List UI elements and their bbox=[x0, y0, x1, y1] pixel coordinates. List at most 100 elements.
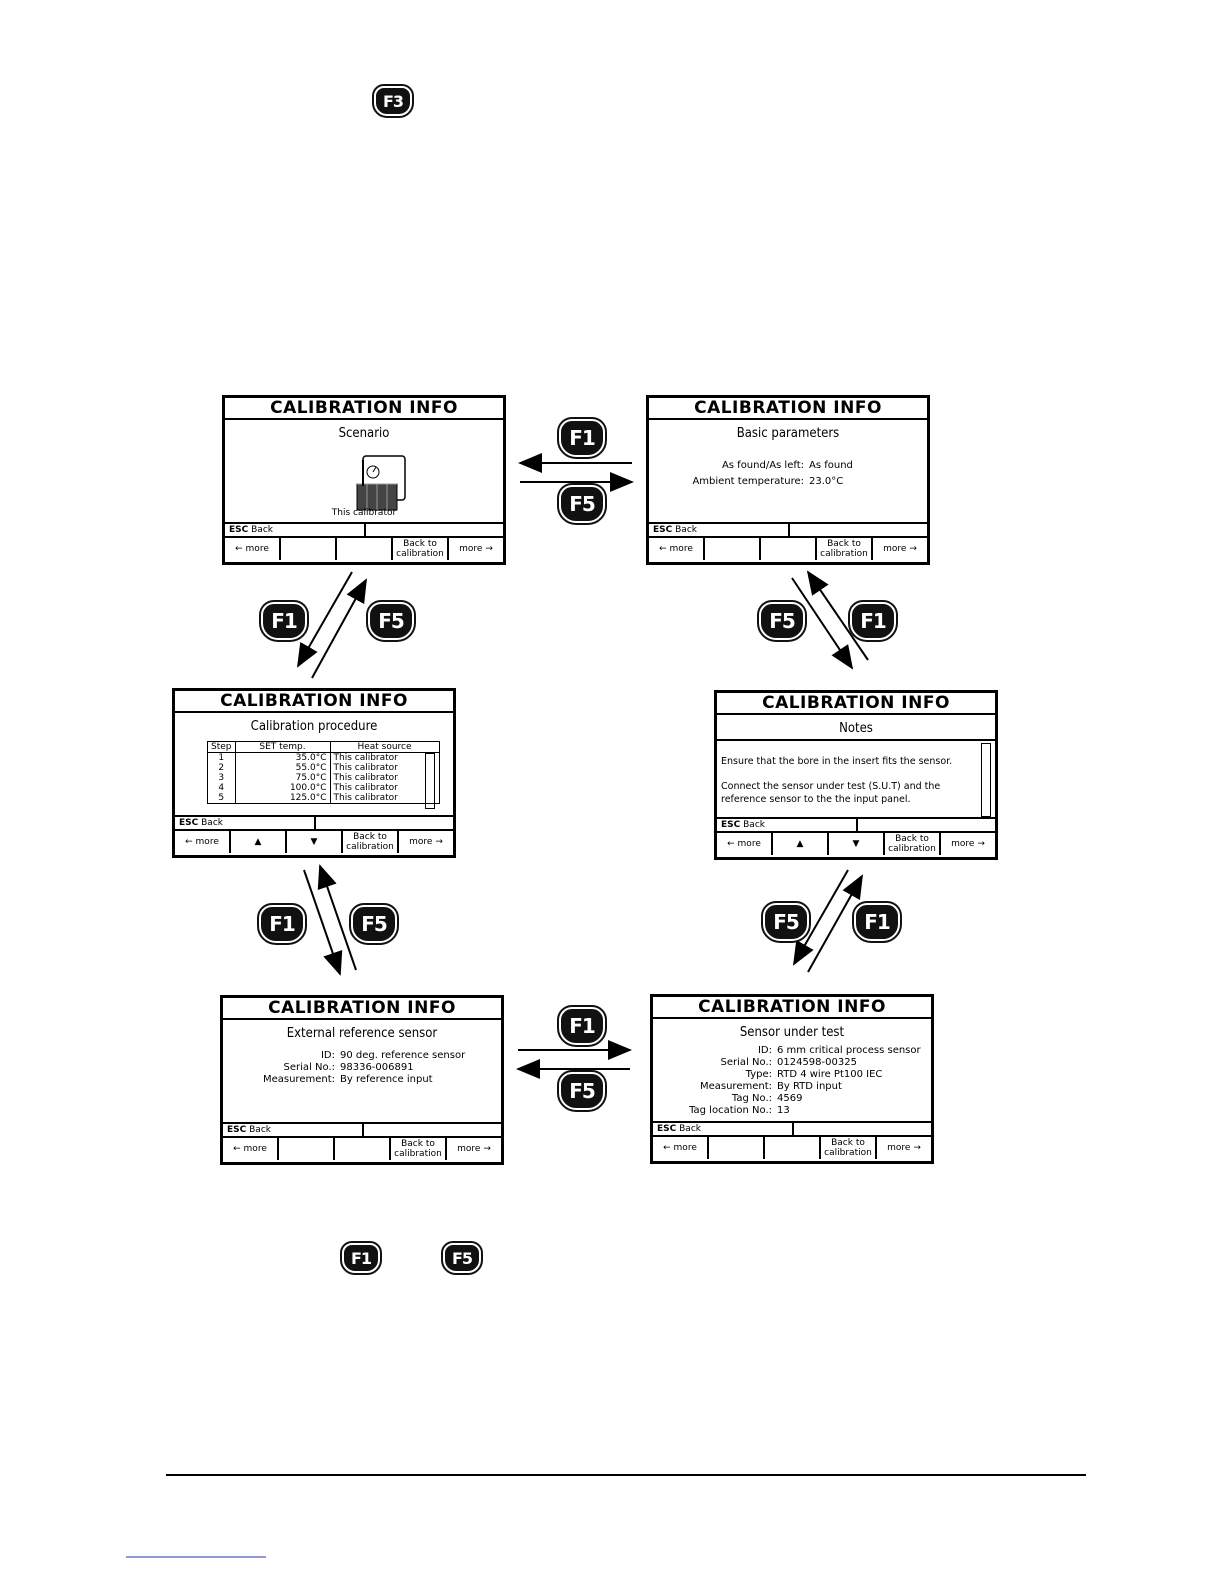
col-header: Step bbox=[207, 741, 236, 753]
calibrator-scenario-icon bbox=[356, 455, 406, 511]
sensor-row: Tag location No.:13 bbox=[689, 1105, 790, 1116]
sensor-row: Tag No.:4569 bbox=[731, 1093, 803, 1104]
screen-title: CALIBRATION INFO bbox=[225, 398, 503, 420]
arrow-external-to-procedure bbox=[317, 864, 357, 971]
f1-key-icon: F1 bbox=[257, 903, 307, 945]
arrow-basic-to-notes bbox=[791, 577, 854, 670]
col-header: SET temp. bbox=[234, 741, 331, 753]
f5-key-icon: F5 bbox=[761, 901, 811, 943]
scenario-caption: This calibrator bbox=[331, 508, 397, 518]
screen-basic-parameters: CALIBRATION INFO Basic parameters As fou… bbox=[646, 395, 930, 565]
screen-sensor-under-test: CALIBRATION INFO Sensor under test ID:6 … bbox=[650, 994, 934, 1164]
esc-row[interactable]: ESC Back bbox=[653, 1123, 931, 1137]
f5-key-icon: F5 bbox=[557, 1070, 607, 1112]
esc-row[interactable]: ESC Back bbox=[649, 524, 927, 538]
softkey-f1[interactable]: ← more bbox=[233, 1144, 267, 1154]
softkey-bar: ESC Back ← more Back to calibration more… bbox=[223, 1122, 501, 1162]
sensor-row: Type:RTD 4 wire Pt100 IEC bbox=[745, 1069, 883, 1080]
softkey-f2[interactable] bbox=[707, 1137, 763, 1159]
screen-subtitle: Scenario bbox=[338, 426, 390, 441]
f5-key-icon: F5 bbox=[441, 1241, 483, 1275]
softkey-f2[interactable] bbox=[703, 538, 759, 560]
screen-subtitle: Basic parameters bbox=[736, 426, 840, 441]
softkey-f1[interactable]: ← more bbox=[663, 1143, 697, 1153]
esc-row[interactable]: ESC Back bbox=[717, 819, 995, 833]
softkey-bar: ESC Back ← more Back to calibration more… bbox=[649, 522, 927, 562]
sensor-row: Serial No.:0124598-00325 bbox=[720, 1057, 857, 1068]
screen-subtitle: Notes bbox=[839, 721, 873, 736]
screen-subtitle: Sensor under test bbox=[739, 1025, 845, 1040]
screen-scenario: CALIBRATION INFO Scenario This calibrato… bbox=[222, 395, 506, 565]
softkey-f4[interactable]: Back to calibration bbox=[815, 538, 871, 560]
softkey-f1[interactable]: ← more bbox=[659, 544, 693, 554]
softkey-f4[interactable]: Back to calibration bbox=[391, 538, 447, 560]
screen-subtitle: Calibration procedure bbox=[250, 719, 378, 734]
softkey-f2[interactable]: ▲ bbox=[771, 833, 827, 855]
screen-notes: CALIBRATION INFO Notes Ensure that the b… bbox=[714, 690, 998, 860]
screen-calibration-procedure: CALIBRATION INFO Calibration procedure S… bbox=[172, 688, 456, 858]
screen-external-reference-sensor: CALIBRATION INFO External reference sens… bbox=[220, 995, 504, 1165]
softkey-f3[interactable]: ▼ bbox=[285, 831, 341, 853]
arrow-scenario-to-procedure bbox=[297, 571, 353, 668]
arrow-procedure-to-external bbox=[303, 869, 343, 976]
sensor-row: Measurement:By RTD input bbox=[699, 1081, 842, 1092]
notes-paragraph: Ensure that the bore in the insert fits … bbox=[721, 756, 953, 767]
esc-row[interactable]: ESC Back bbox=[225, 524, 503, 538]
arrow-procedure-to-scenario bbox=[311, 578, 367, 679]
screen-title: CALIBRATION INFO bbox=[223, 998, 501, 1020]
screen-title: CALIBRATION INFO bbox=[175, 691, 453, 713]
esc-row[interactable]: ESC Back bbox=[175, 817, 453, 831]
f1-key-icon: F1 bbox=[340, 1241, 382, 1275]
f5-key-icon: F5 bbox=[366, 600, 416, 642]
softkey-f5[interactable]: more → bbox=[939, 833, 995, 855]
softkey-f4[interactable]: Back to calibration bbox=[883, 833, 939, 855]
softkey-f4[interactable]: Back to calibration bbox=[389, 1138, 445, 1160]
softkey-f1[interactable]: ← more bbox=[727, 839, 761, 849]
screen-title: CALIBRATION INFO bbox=[649, 398, 927, 420]
softkey-f5[interactable]: more → bbox=[445, 1138, 501, 1160]
screen-title: CALIBRATION INFO bbox=[717, 693, 995, 715]
arrow-sut-to-notes bbox=[807, 874, 863, 973]
softkey-f5[interactable]: more → bbox=[397, 831, 453, 853]
f5-key-icon: F5 bbox=[757, 600, 807, 642]
screen-title: CALIBRATION INFO bbox=[653, 997, 931, 1019]
sensor-row: Serial No.:98336-006891 bbox=[283, 1062, 414, 1073]
notes-paragraph: Connect the sensor under test (S.U.T) an… bbox=[721, 781, 941, 805]
softkey-f3[interactable] bbox=[759, 538, 815, 560]
f5-key-icon: F5 bbox=[557, 483, 607, 525]
softkey-f3[interactable] bbox=[333, 1138, 389, 1160]
table-scrollbar[interactable] bbox=[425, 753, 435, 809]
softkey-f1[interactable]: ← more bbox=[235, 544, 269, 554]
f1-key-icon: F1 bbox=[259, 600, 309, 642]
f1-key-icon: F1 bbox=[557, 417, 607, 459]
softkey-f4[interactable]: Back to calibration bbox=[819, 1137, 875, 1159]
notes-scrollbar[interactable] bbox=[981, 743, 991, 817]
softkey-f3[interactable] bbox=[335, 538, 391, 560]
softkey-f4[interactable]: Back to calibration bbox=[341, 831, 397, 853]
softkey-f3[interactable] bbox=[763, 1137, 819, 1159]
softkey-f5[interactable]: more → bbox=[447, 538, 503, 560]
softkey-f1[interactable]: ← more bbox=[185, 837, 219, 847]
softkey-f3[interactable]: ▼ bbox=[827, 833, 883, 855]
softkey-f5[interactable]: more → bbox=[875, 1137, 931, 1159]
esc-row[interactable]: ESC Back bbox=[223, 1124, 501, 1138]
softkey-bar: ESC Back ← more Back to calibration more… bbox=[653, 1121, 931, 1161]
softkey-f2[interactable] bbox=[279, 538, 335, 560]
sensor-row: ID:6 mm critical process sensor bbox=[757, 1045, 921, 1056]
param-row: Ambient temperature:23.0°C bbox=[692, 476, 844, 487]
softkey-f2[interactable] bbox=[277, 1138, 333, 1160]
f1-key-icon: F1 bbox=[848, 600, 898, 642]
param-row: As found/As left:As found bbox=[721, 460, 853, 471]
softkey-f5[interactable]: more → bbox=[871, 538, 927, 560]
arrow-notes-to-sut bbox=[793, 869, 849, 966]
arrow-notes-to-basic bbox=[806, 570, 869, 661]
softkey-bar: ESC Back ← more Back to calibration more… bbox=[225, 522, 503, 562]
softkey-f2[interactable]: ▲ bbox=[229, 831, 285, 853]
